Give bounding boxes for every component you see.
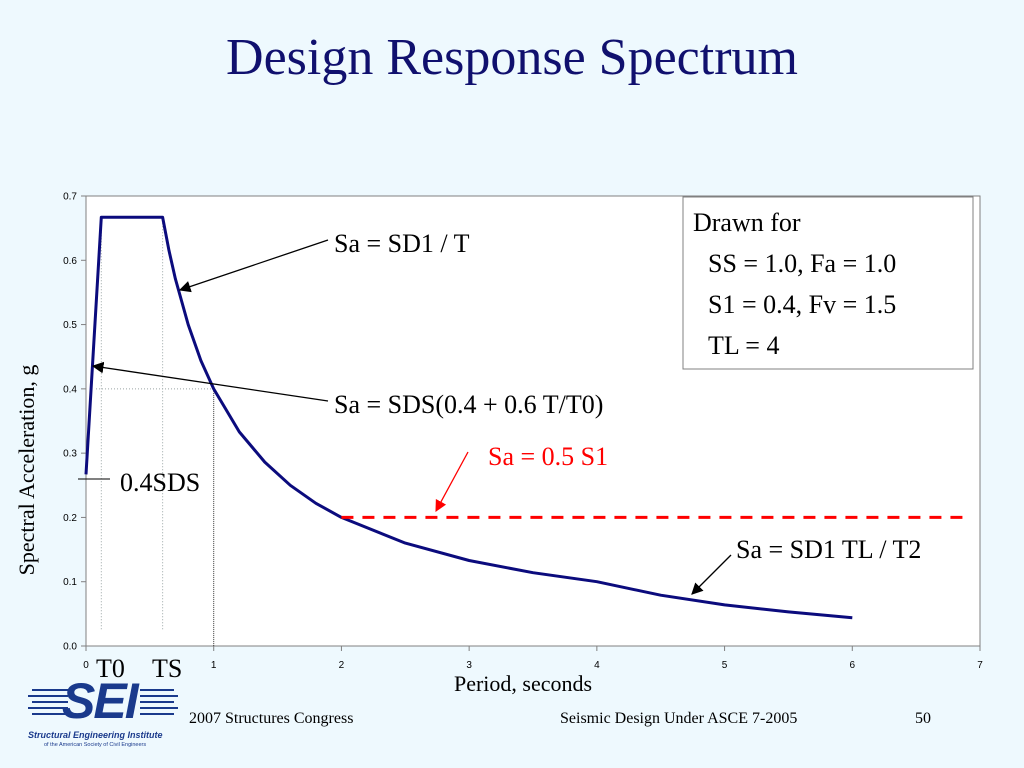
annotation-long-period: Sa = SD1 TL / T2 [736,535,921,564]
footer-conference: 2007 Structures Congress [189,710,354,727]
sei-logo: SEI Structural Engineering Institute of … [28,673,178,750]
legend-line-2: SS = 1.0, Fa = 1.0 [708,249,896,278]
logo-speed-lines [28,689,178,715]
y-tick-label: 0.1 [63,577,77,588]
guide-lines [96,217,215,646]
legend-line-3: S1 = 0.4, Fv = 1.5 [708,290,896,319]
y-tick-label: 0.0 [63,642,77,653]
y-tick-label: 0.7 [63,192,77,203]
x-tick-label: 4 [594,660,600,671]
arrow-long-period [691,554,732,595]
x-tick-label: 6 [850,660,856,671]
label-t0: T0 [96,654,125,683]
legend-box [682,196,974,370]
x-tick-label: 3 [466,660,472,671]
page-number: 50 [915,710,931,727]
annotation-sd1-over-t: Sa = SD1 / T [334,229,470,258]
arrow-sd1-over-t [178,239,329,293]
spectrum-curve [84,215,853,620]
annotation-half-s1: Sa = 0.5 S1 [488,442,608,471]
slide-title: Design Response Spectrum [226,29,798,86]
logo-subtitle: of the American Society of Civil Enginee… [44,742,147,748]
y-axis-label: Spectral Acceleration, g [14,365,39,576]
x-tick-label: 7 [977,660,983,671]
annotation-0.4sds: 0.4SDS [120,468,200,497]
legend-line-4: TL = 4 [708,331,779,360]
y-tick-label: 0.2 [63,513,77,524]
annotation-sds-ramp: Sa = SDS(0.4 + 0.6 T/T0) [334,390,603,419]
x-tick-label: 5 [722,660,728,671]
x-tick-label: 0 [83,660,89,671]
y-axis-ticks: 0.0 0.1 0.2 0.3 0.4 0.5 0.6 0.7 [63,192,86,653]
x-tick-label: 1 [211,660,217,671]
y-tick-label: 0.3 [63,449,77,460]
arrow-half-s1 [435,451,469,513]
footer-topic: Seismic Design Under ASCE 7-2005 [560,710,798,727]
x-tick-label: 2 [339,660,345,671]
y-tick-label: 0.6 [63,256,77,267]
logo-name: Structural Engineering Institute [28,730,163,740]
arrow-sds-ramp [91,361,329,402]
y-tick-label: 0.4 [63,384,77,395]
logo-letters: SEI [62,673,139,729]
y-tick-label: 0.5 [63,320,77,331]
label-ts: TS [152,654,182,683]
x-axis-ticks: 0 1 2 3 4 5 6 7 [83,646,983,671]
x-axis-label: Period, seconds [454,671,592,696]
legend-line-1: Drawn for [693,208,801,237]
